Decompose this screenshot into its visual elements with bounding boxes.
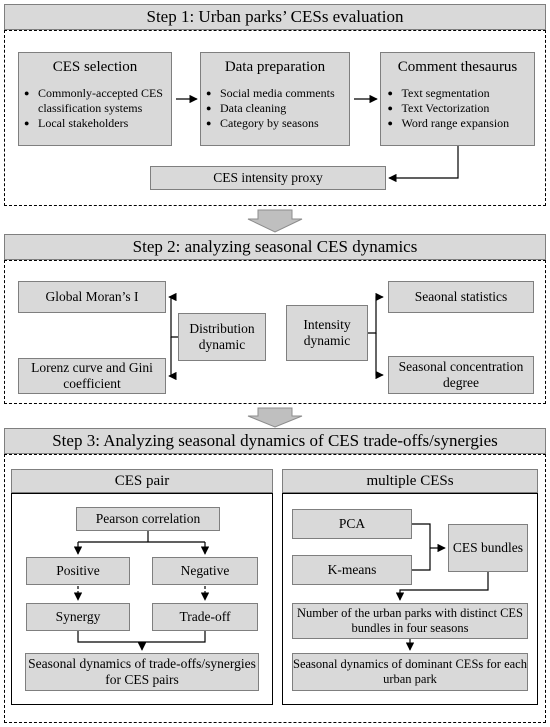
- ces-intensity-proxy-label: CES intensity proxy: [213, 169, 323, 185]
- pca-to-merge: [412, 523, 431, 571]
- number-of-parks-label: Number of the urban parks with distinct …: [296, 606, 523, 635]
- data-preparation-title: Data preparation: [224, 59, 326, 75]
- synergy-box: Synergy: [26, 603, 130, 631]
- ces-pair-title: CES pair: [114, 473, 170, 489]
- global-moran-label: Global Moran’s I: [45, 288, 139, 304]
- negative-label: Negative: [180, 562, 230, 578]
- comment-thesaurus-item: Text segmentation: [388, 86, 528, 101]
- step3-header: Step 3: Analyzing seasonal dynamics of C…: [4, 428, 546, 454]
- bracket-intensity: [368, 292, 384, 334]
- trade-off-box: Trade-off: [152, 603, 258, 631]
- ces-pair-header: CES pair: [11, 469, 273, 493]
- comment-thesaurus-item: Text Vectorization: [388, 101, 528, 116]
- ces-pair-panel: [11, 493, 273, 705]
- ces-selection-item: Commonly-accepted CES classification sys…: [24, 86, 166, 116]
- data-preparation-box: Data preparation Social media comments D…: [200, 52, 350, 146]
- ces-selection-item: Local stakeholders: [24, 116, 166, 131]
- lorenz-gini-box: Lorenz curve and Gini coefficient: [18, 358, 166, 394]
- k-means-label: K-means: [327, 561, 377, 577]
- comment-thesaurus-title: Comment thesaurus: [397, 59, 518, 75]
- step3-panel: [4, 454, 546, 723]
- step2-to-step3-arrow: [247, 407, 303, 428]
- intensity-dynamic-label: Intensity dynamic: [303, 316, 351, 348]
- k-means-box: K-means: [292, 555, 412, 585]
- step1-panel: [4, 30, 546, 206]
- pca-box: PCA: [292, 509, 412, 539]
- data-preparation-list: Social media comments Data cleaning Cate…: [206, 86, 344, 131]
- global-moran-box: Global Moran’s I: [18, 281, 166, 313]
- seasonal-statistics-box: Seaonal statistics: [388, 281, 534, 313]
- comment-thesaurus-list: Text segmentation Text Vectorization Wor…: [388, 86, 528, 131]
- pair-result-box: Seasonal dynamics of trade-offs/synergie…: [25, 653, 259, 691]
- ces-selection-list: Commonly-accepted CES classification sys…: [24, 86, 166, 131]
- pearson-correlation-box: Pearson correlation: [76, 507, 220, 531]
- seasonal-concentration-box: Seasonal concentration degree: [388, 356, 534, 394]
- pearson-correlation-label: Pearson correlation: [95, 510, 201, 526]
- pair-result-label: Seasonal dynamics of trade-offs/synergie…: [28, 655, 256, 687]
- multiple-ces-panel: [282, 493, 538, 705]
- step1-to-step2-arrow: [247, 209, 303, 233]
- comment-thesaurus-box: Comment thesaurus Text segmentation Text…: [380, 52, 535, 146]
- seasonal-concentration-label: Seasonal concentration degree: [398, 358, 524, 390]
- step2-panel: [4, 260, 546, 404]
- step1-title: Step 1: Urban parks’ CESs evaluation: [146, 6, 404, 26]
- intensity-dynamic-box: Intensity dynamic: [286, 305, 368, 361]
- step3-title: Step 3: Analyzing seasonal dynamics of C…: [52, 430, 498, 450]
- ces-intensity-proxy-box: CES intensity proxy: [150, 166, 386, 190]
- bracket-distribution-lower: [170, 337, 172, 377]
- distribution-dynamic-label: Distribution dynamic: [189, 320, 255, 352]
- dominant-ces-box: Seasonal dynamics of dominant CESs for e…: [292, 653, 528, 691]
- synergy-label: Synergy: [55, 608, 101, 624]
- trade-off-label: Trade-off: [179, 608, 231, 624]
- positive-box: Positive: [26, 557, 130, 585]
- seasonal-statistics-label: Seaonal statistics: [414, 288, 508, 304]
- multiple-ces-header: multiple CESs: [282, 469, 538, 493]
- pca-label: PCA: [338, 515, 366, 531]
- dominant-ces-label: Seasonal dynamics of dominant CESs for e…: [293, 657, 527, 686]
- number-of-parks-box: Number of the urban parks with distinct …: [292, 603, 528, 639]
- lorenz-gini-label: Lorenz curve and Gini coefficient: [31, 359, 153, 391]
- bracket-distribution: [170, 296, 178, 338]
- data-preparation-item: Social media comments: [206, 86, 344, 101]
- bracket-intensity-lower: [375, 333, 384, 380]
- data-preparation-item: Data cleaning: [206, 101, 344, 116]
- multiple-ces-title: multiple CESs: [366, 473, 454, 489]
- comment-thesaurus-item: Word range expansion: [388, 116, 528, 131]
- step1-header: Step 1: Urban parks’ CESs evaluation: [4, 4, 546, 30]
- bundles-to-number: [395, 572, 489, 601]
- ces-selection-box: CES selection Commonly-accepted CES clas…: [18, 52, 172, 146]
- ces-bundles-label: CES bundles: [452, 539, 524, 555]
- positive-label: Positive: [56, 562, 100, 578]
- data-preparation-item: Category by seasons: [206, 116, 344, 131]
- merge-to-result: [77, 631, 206, 643]
- ces-selection-title: CES selection: [52, 59, 138, 75]
- distribution-dynamic-box: Distribution dynamic: [178, 313, 266, 361]
- ces-bundles-box: CES bundles: [448, 524, 528, 572]
- arrow-thesaurus-to-proxy: [388, 146, 459, 183]
- step2-title: Step 2: analyzing seasonal CES dynamics: [132, 236, 418, 256]
- step2-header: Step 2: analyzing seasonal CES dynamics: [4, 234, 546, 260]
- negative-box: Negative: [152, 557, 258, 585]
